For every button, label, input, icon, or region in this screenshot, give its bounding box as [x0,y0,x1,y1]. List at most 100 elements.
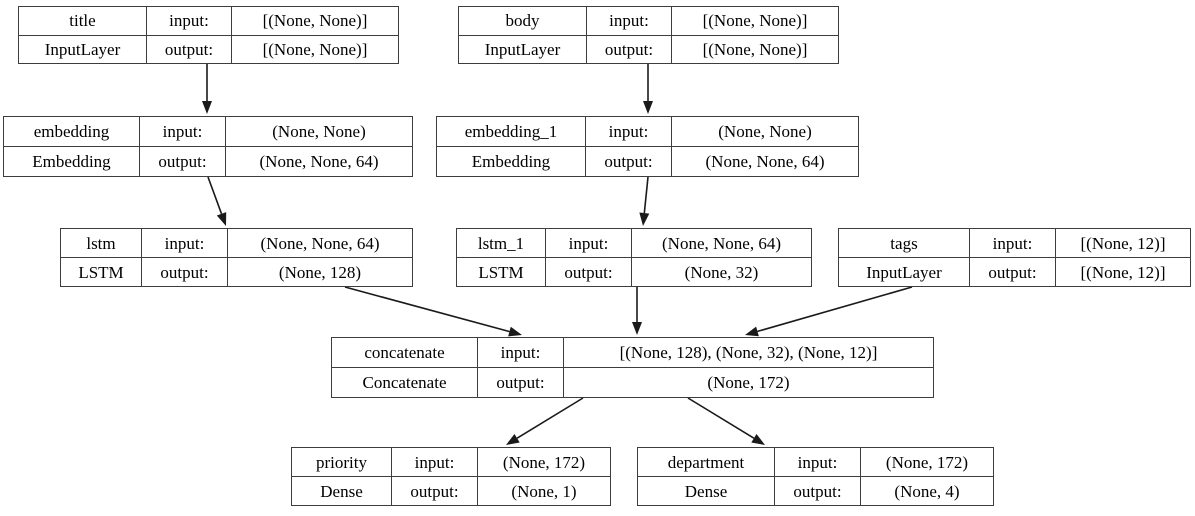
layer-name: body [459,7,587,35]
layer-name: lstm [61,229,142,257]
edge-lstm-concatenate [344,286,522,337]
layer-name: embedding [4,117,140,146]
layer-name: tags [839,229,970,257]
edge-lstm_1-concatenate [632,287,642,335]
edge-arrowhead-icon [202,101,212,114]
layer-class: Dense [638,477,775,505]
input-shape: [(None, None)] [702,11,808,31]
output-shape: (None, None, 64) [705,152,825,171]
output-label: output: [392,477,478,505]
edge-embedding_1-lstm_1 [639,176,650,226]
output-label: output: [140,147,226,176]
layer-class: Dense [292,477,392,505]
output-label: output: [142,258,228,286]
edge-embedding-lstm [207,176,227,226]
output-label: output: [478,368,564,397]
edge-arrowhead-icon [751,433,765,445]
edge-arrowhead-icon [643,101,653,114]
input-shape: [(None, None)] [262,11,368,31]
input-shape: (None, None, 64) [662,233,781,253]
edge-arrowhead-icon [639,212,650,226]
layer-class: LSTM [457,258,546,286]
edge-line [687,397,755,439]
edge-arrowhead-icon [745,326,759,337]
input-label: input: [586,117,672,146]
layer-name: lstm_1 [457,229,546,257]
layer-class: InputLayer [19,35,147,63]
input-label: input: [970,229,1056,257]
output-label: output: [775,477,861,505]
input-label: input: [140,117,226,146]
output-shape: (None, 172) [707,373,790,392]
layer-class: Embedding [437,147,586,176]
input-label: input: [546,229,632,257]
input-shape: [(None, 12)] [1080,233,1166,253]
output-shape: (None, 4) [894,481,960,501]
edge-line [344,286,510,333]
layer-class: Concatenate [332,368,478,397]
output-shape: [(None, None)] [262,39,368,59]
layer-class: InputLayer [839,258,970,286]
layer-class: LSTM [61,258,142,286]
layer-name: embedding_1 [437,117,586,146]
input-shape: [(None, 128), (None, 32), (None, 12)] [619,343,878,362]
edge-arrowhead-icon [632,322,642,335]
output-shape: [(None, 12)] [1080,262,1166,282]
edge-line [516,397,584,439]
output-shape: (None, 32) [684,262,759,282]
layer-name: title [19,7,147,35]
layer-name: department [638,448,775,476]
layer-name: concatenate [332,338,478,367]
layer-class: Embedding [4,147,140,176]
input-shape: (None, None) [718,122,812,141]
output-label: output: [546,258,632,286]
edge-arrowhead-icon [216,212,227,226]
input-shape: (None, None) [272,122,366,141]
layer-name: priority [292,448,392,476]
input-label: input: [392,448,478,476]
output-shape: (None, 128) [278,262,362,282]
input-shape: (None, 172) [502,452,586,472]
edge-line [207,176,223,215]
output-shape: (None, 1) [511,481,577,501]
input-shape: (None, None, 64) [260,233,380,253]
input-label: input: [142,229,228,257]
input-label: input: [478,338,564,367]
input-label: input: [775,448,861,476]
output-label: output: [586,147,672,176]
input-label: input: [147,7,232,35]
edge-arrowhead-icon [508,326,522,337]
output-label: output: [147,35,232,63]
edge-line [643,176,649,214]
edge-title-embedding [202,64,212,114]
